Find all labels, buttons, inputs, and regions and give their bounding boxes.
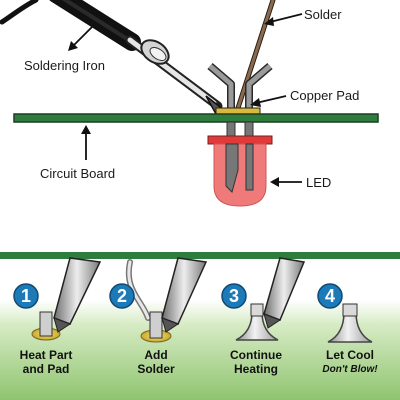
step-number: 1 (21, 286, 31, 306)
soldering-iron-label: Soldering Iron (24, 58, 105, 73)
solder-label: Solder (304, 7, 342, 22)
component-lead (342, 303, 358, 317)
step-3-caption-line1: Continue (230, 348, 282, 362)
iron-point (53, 317, 72, 333)
circuit-board (13, 113, 379, 123)
step-2-caption-line1: Add (144, 348, 167, 362)
copper-pad (215, 107, 261, 115)
step-1-caption-line2: and Pad (23, 362, 70, 376)
step-4-caption-line2: Don't Blow! (322, 364, 378, 375)
component-lead (39, 311, 53, 337)
component-lead (149, 311, 163, 339)
circuit-board-label: Circuit Board (40, 166, 115, 181)
led (207, 121, 273, 207)
step-1-caption-line1: Heat Part (20, 348, 73, 362)
step-2 (125, 257, 208, 343)
step-3-caption-line2: Heating (234, 362, 278, 376)
step-4-caption-line1: Let Cool (326, 348, 374, 362)
board-edge (0, 252, 400, 259)
step-1 (31, 257, 102, 341)
led-leads (207, 62, 273, 114)
step-4 (327, 303, 373, 343)
step-badge-3: 3 (221, 283, 247, 309)
step-number: 4 (325, 286, 335, 306)
led-label: LED (306, 175, 331, 190)
arrow-heads (68, 17, 279, 187)
component-lead (250, 303, 264, 317)
copper-pad-label: Copper Pad (290, 88, 359, 103)
iron-point (263, 313, 282, 329)
step-number: 3 (229, 286, 239, 306)
label-arrows (71, 13, 303, 183)
step-badge-1: 1 (13, 283, 39, 309)
step-3 (235, 257, 306, 341)
step-badge-4: 4 (317, 283, 343, 309)
iron-point (161, 317, 180, 333)
iron-cord (0, 0, 39, 25)
step-number: 2 (117, 286, 127, 306)
step-badge-2: 2 (109, 283, 135, 309)
step-2-caption-line2: Solder (137, 362, 175, 376)
soldering-iron (49, 0, 226, 115)
solder-wire (235, 0, 276, 111)
